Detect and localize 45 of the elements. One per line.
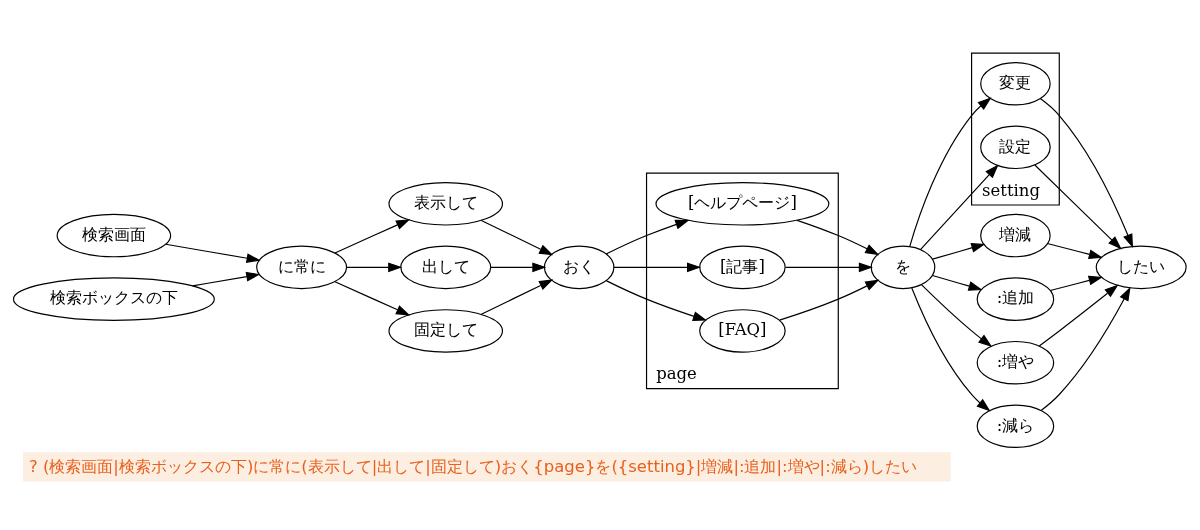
arrow xyxy=(605,280,708,321)
node-ellipse: 設定 xyxy=(980,125,1051,170)
node-ellipse: :減ら xyxy=(976,404,1055,449)
arrow xyxy=(1034,164,1122,250)
node-ellipse: 増減 xyxy=(980,213,1051,258)
caption: ? (検索画面|検索ボックスの下)に常に(表示して|出して|固定して)おく{page}を({setting}|増減|:追加|:増や|:減ら)したい xyxy=(28,456,918,476)
arrow xyxy=(1040,286,1131,411)
arrow xyxy=(192,271,261,287)
arrow xyxy=(334,219,411,254)
arrow xyxy=(920,164,999,250)
arrow xyxy=(1039,97,1133,249)
node-ellipse: :増や xyxy=(976,340,1055,385)
arrow xyxy=(920,284,993,348)
arrow xyxy=(480,219,554,256)
arrow xyxy=(480,279,554,315)
arrow xyxy=(911,287,991,412)
arrow xyxy=(346,262,403,273)
arrow xyxy=(931,274,983,291)
node-ellipse: [FAQ] xyxy=(699,309,786,353)
arrow xyxy=(778,279,880,321)
node-ellipse: したい xyxy=(1095,245,1187,290)
arrow xyxy=(490,262,547,273)
arrow xyxy=(1038,284,1119,347)
node-ellipse: 検索画面 xyxy=(56,213,172,258)
node-ellipse: 検索ボックスの下 xyxy=(12,277,215,321)
node-ellipse: [ヘルプページ] xyxy=(655,182,830,226)
node-ellipse: 固定して xyxy=(388,309,504,353)
arrow xyxy=(1046,242,1103,260)
node-ellipse: 出して xyxy=(400,245,492,290)
node-ellipse: に常に xyxy=(256,245,348,290)
arrow xyxy=(909,97,992,247)
arrow xyxy=(165,243,261,263)
arrow xyxy=(785,262,873,273)
arrow xyxy=(613,262,702,273)
node-ellipse: [記事] xyxy=(699,245,786,290)
arrow xyxy=(334,281,411,316)
node-ellipse: おく xyxy=(543,245,615,290)
arrow xyxy=(796,219,880,256)
node-ellipse: 変更 xyxy=(980,61,1051,106)
arrow xyxy=(1049,275,1103,292)
node-ellipse: 表示して xyxy=(388,182,504,226)
node-ellipse: を xyxy=(870,245,936,290)
node-ellipse: :追加 xyxy=(976,277,1055,321)
arrow xyxy=(605,219,690,255)
arrow xyxy=(931,243,986,260)
